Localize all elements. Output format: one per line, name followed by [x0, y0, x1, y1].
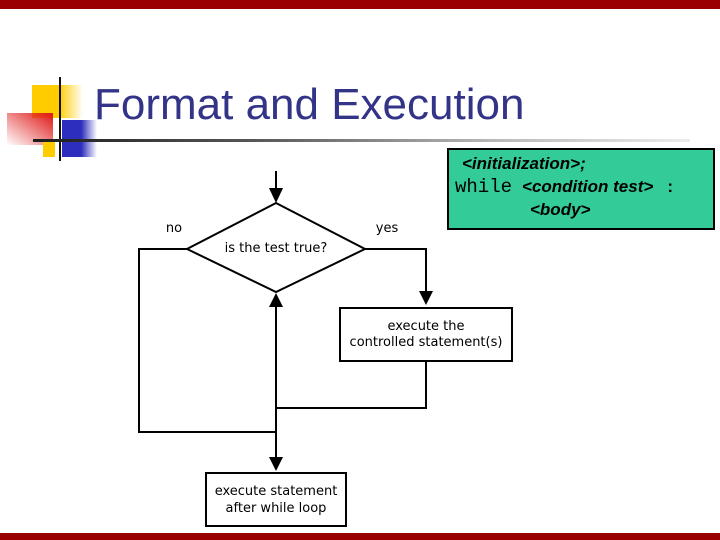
execute-box-line1: execute the — [387, 318, 465, 334]
yes-branch-line — [365, 248, 427, 291]
condition-test-placeholder: <condition test> — [522, 177, 654, 196]
decor-blue-square — [62, 120, 97, 157]
after-box-line1: execute statement — [214, 483, 338, 499]
while-keyword: while — [455, 176, 513, 198]
arrowhead-down-into-after-box-icon — [269, 457, 283, 471]
arrowhead-down-into-execute-box-icon — [419, 291, 433, 305]
colon-suffix: : — [667, 177, 673, 196]
arrowhead-down-into-diamond-icon — [269, 188, 283, 203]
after-box-line2: after while loop — [225, 500, 327, 516]
no-branch-label: no — [165, 221, 183, 236]
diamond-question-label: is the test true? — [224, 241, 328, 256]
bottom-border-bar — [0, 533, 720, 540]
title-underline-rule — [33, 139, 690, 142]
decor-small-yellow-square — [43, 142, 55, 157]
no-branch-line — [138, 248, 276, 433]
execute-statement-after-loop-box: execute statement after while loop — [205, 472, 347, 527]
execute-controlled-statements-box: execute the controlled statement(s) — [339, 307, 513, 362]
yes-branch-label: yes — [375, 221, 399, 236]
while-syntax-code-box: <initialization>; while <condition test>:… — [447, 148, 715, 230]
code-line-while: while <condition test>: — [455, 176, 673, 198]
code-line-initialization: <initialization>; — [462, 154, 586, 173]
decision-diamond — [184, 201, 368, 294]
decor-yellow-square — [32, 85, 83, 118]
page-title: Format and Execution — [94, 80, 525, 129]
loop-back-line — [276, 362, 427, 409]
arrowhead-up-into-diamond-icon — [269, 293, 283, 307]
top-border-bar — [0, 0, 720, 9]
code-line-body: <body> — [530, 200, 591, 219]
decor-vertical-line — [59, 77, 61, 161]
execute-box-line2: controlled statement(s) — [349, 334, 503, 350]
